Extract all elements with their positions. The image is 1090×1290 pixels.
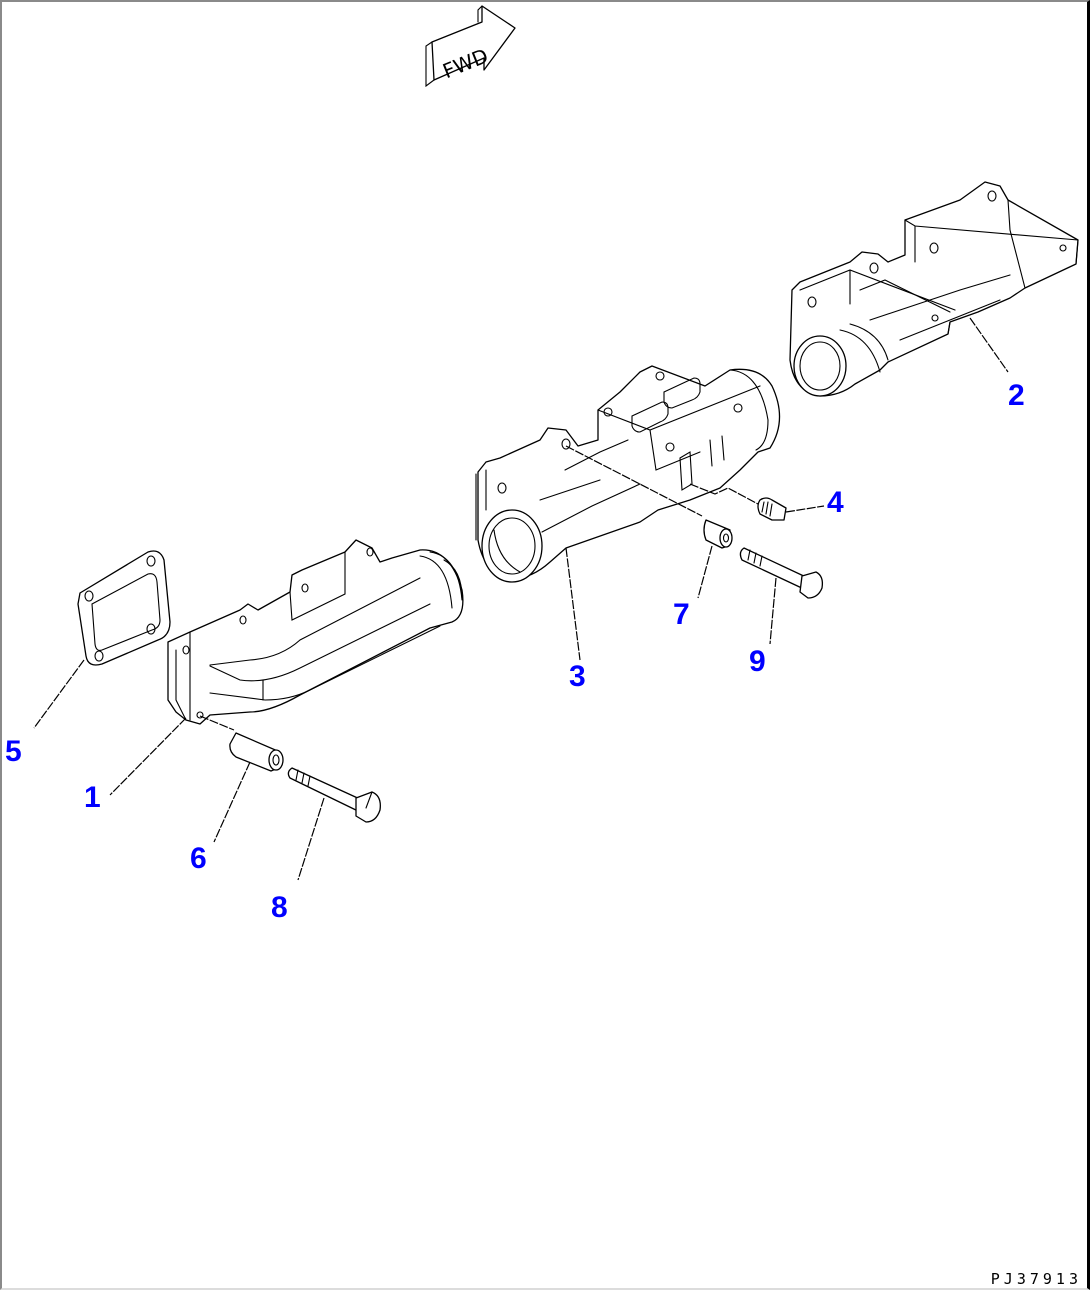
callout-2: 2 — [1008, 379, 1025, 412]
callout-5: 5 — [5, 735, 22, 768]
manifold-joint — [443, 559, 463, 599]
callout-9: 9 — [749, 645, 766, 678]
callout-8: 8 — [271, 891, 288, 924]
leader-line-7 — [697, 545, 713, 599]
drawing-reference-code: PJ37913 — [990, 1270, 1082, 1288]
leader-line-6 — [213, 761, 251, 843]
callout-7: 7 — [673, 598, 690, 631]
gasket-part — [77, 550, 171, 666]
leader-line-9 — [769, 577, 777, 645]
leader-line-2 — [969, 317, 1009, 373]
axis-line-6 — [199, 715, 235, 731]
center-bolt-part — [739, 547, 824, 599]
leader-line-5 — [33, 659, 85, 729]
callout-4: 4 — [827, 486, 844, 519]
axis-line-4 — [689, 483, 759, 505]
callout-3: 3 — [569, 660, 586, 693]
leader-line-1 — [109, 717, 187, 796]
center-spacer-part — [703, 519, 733, 549]
rear-manifold-part — [789, 181, 1079, 397]
axis-line-7 — [565, 445, 703, 517]
front-manifold-part — [167, 539, 464, 725]
leader-line-4 — [785, 505, 825, 513]
forward-arrow-icon: FWD — [425, 5, 516, 88]
front-bolt-part — [287, 767, 381, 823]
center-manifold-part — [475, 365, 781, 583]
callout-6: 6 — [190, 842, 207, 875]
callout-1: 1 — [84, 781, 101, 814]
leader-line-3 — [565, 547, 581, 661]
plug-part — [757, 497, 787, 521]
leader-line-8 — [297, 797, 325, 881]
front-spacer-part — [229, 732, 284, 772]
